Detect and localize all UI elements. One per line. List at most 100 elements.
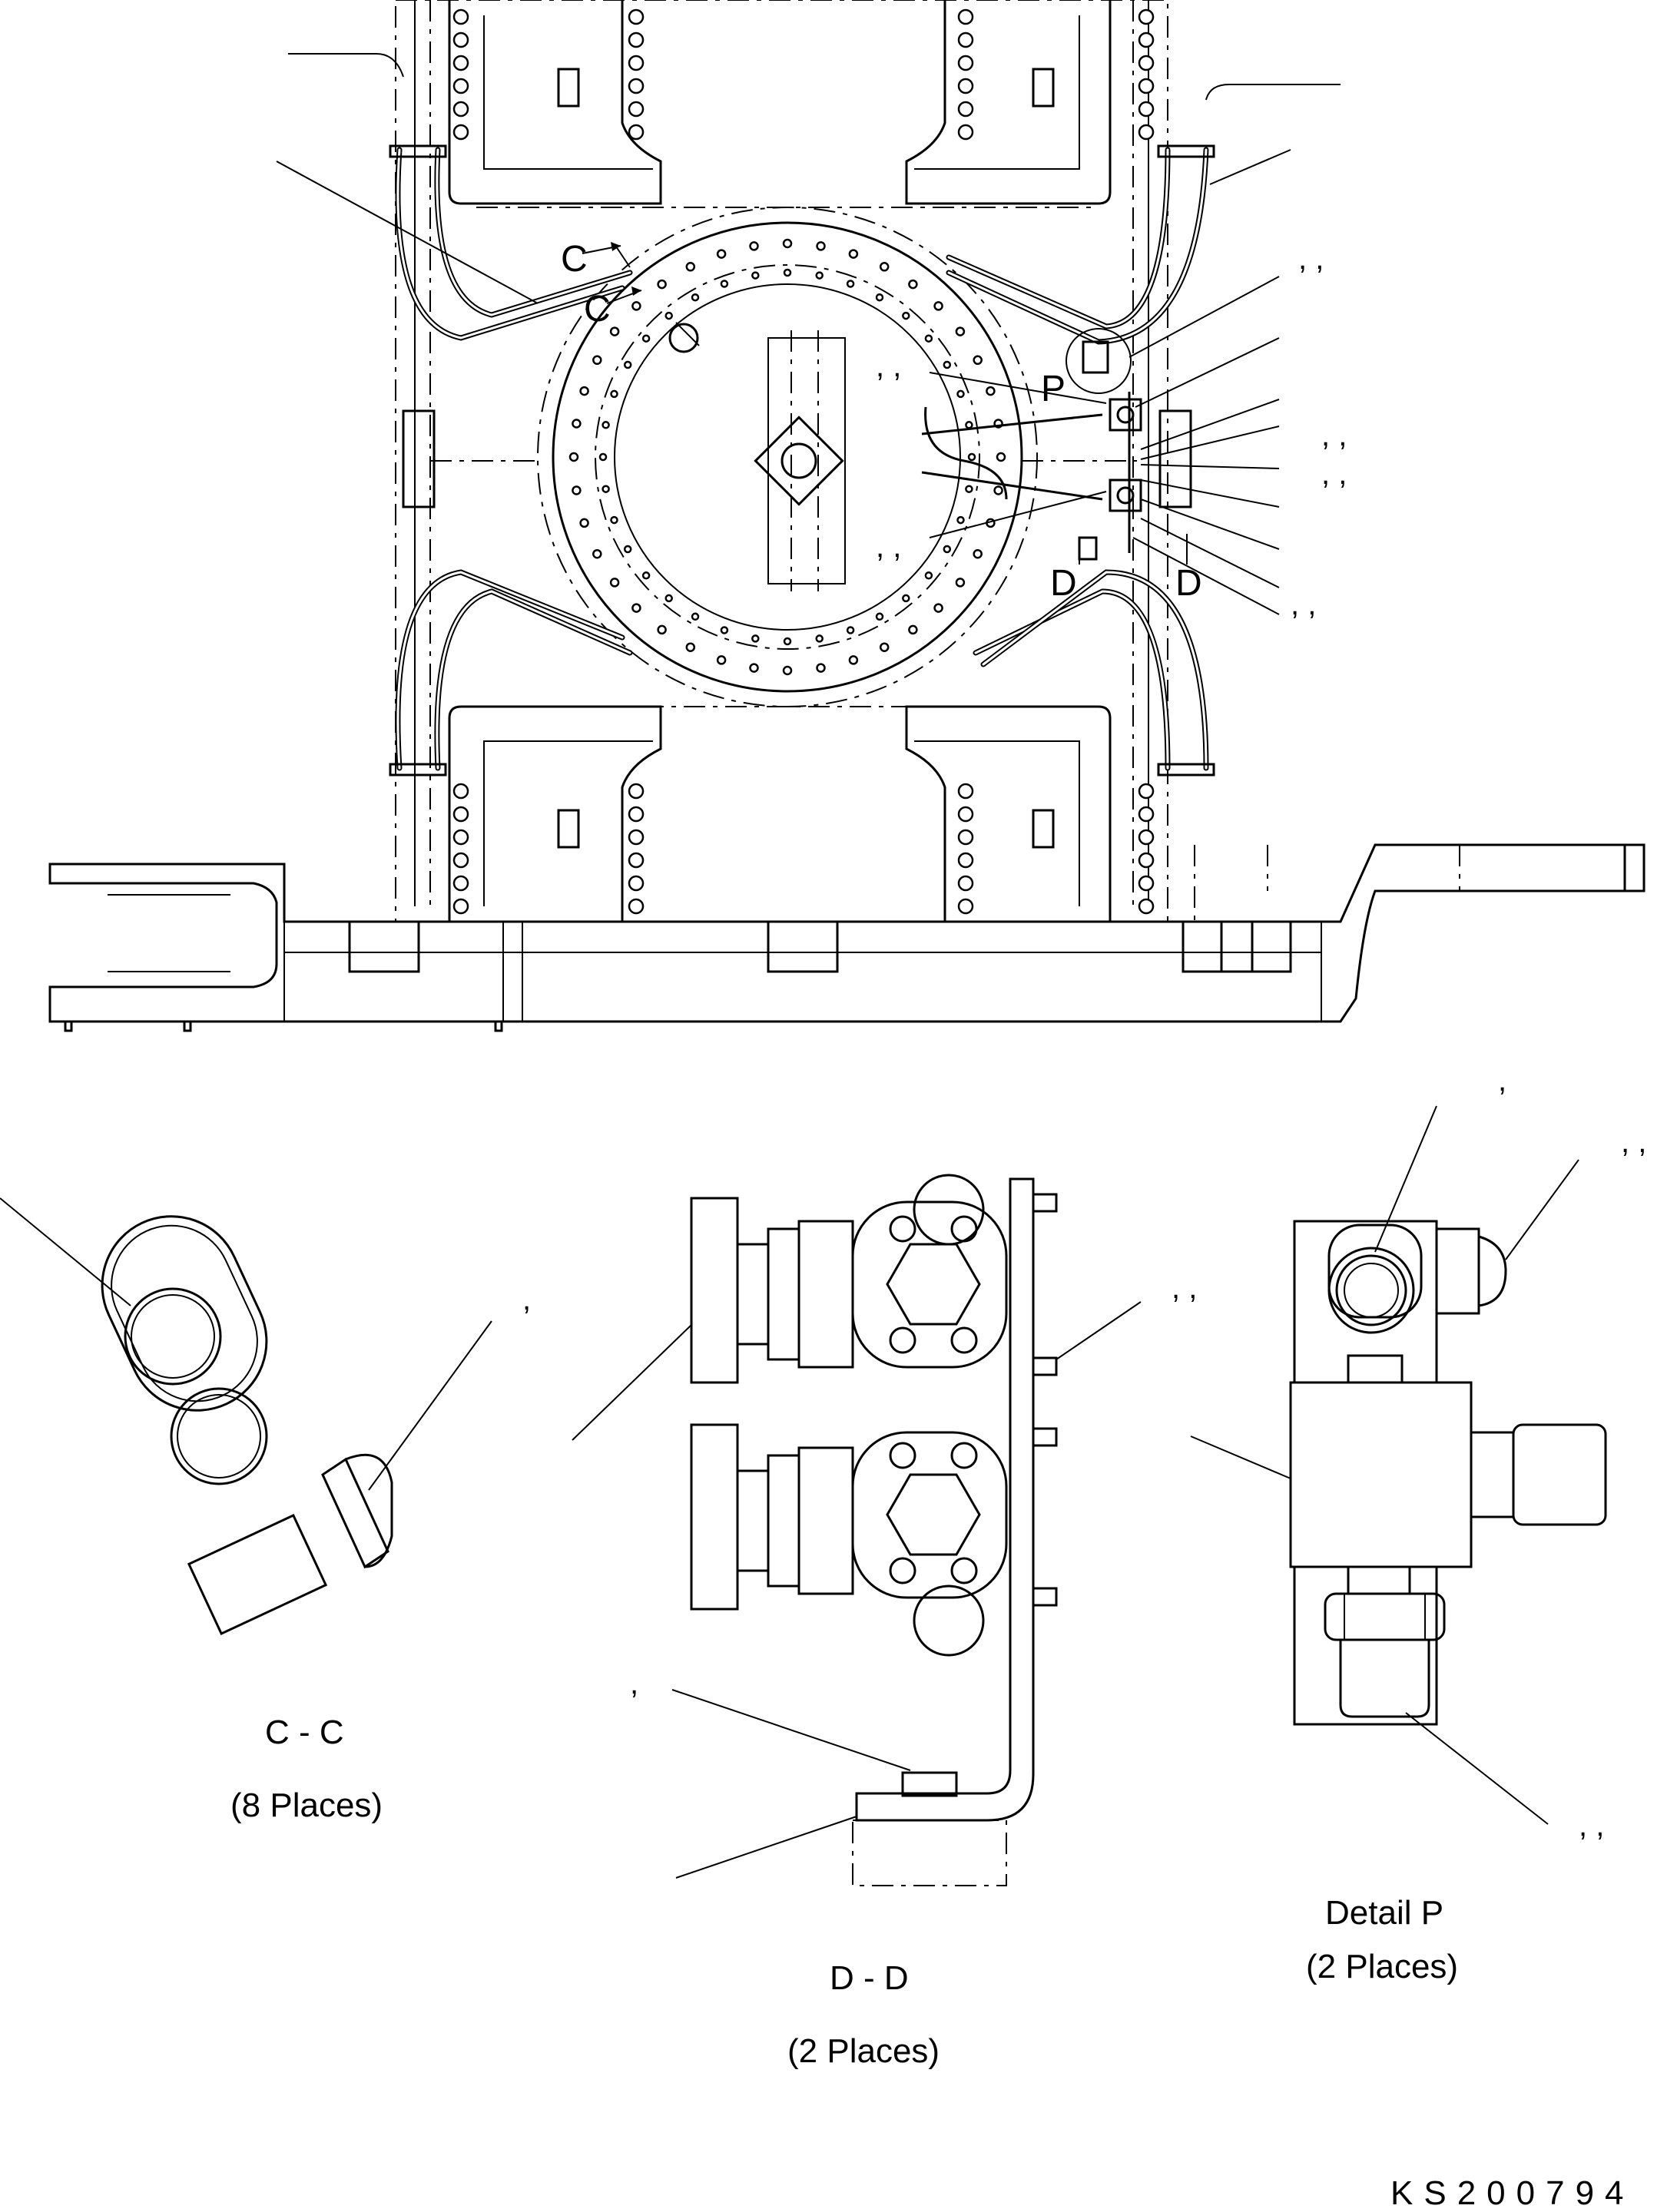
- leader-comma-label: , ,: [1579, 1809, 1604, 1843]
- bearing-bolt-hole: [641, 571, 651, 580]
- bearing-bolt-hole: [846, 626, 855, 634]
- bearing-bolt-hole: [875, 612, 884, 621]
- bearing-bolt-hole: [924, 571, 933, 580]
- bearing-bolt-hole: [782, 238, 793, 249]
- leader-comma-label: , ,: [876, 530, 901, 564]
- bearing-bolt-hole: [783, 637, 792, 646]
- bearing-bolt-hole: [631, 603, 641, 613]
- leader-comma-label: ,: [522, 1283, 531, 1316]
- leader-comma-label: , ,: [1172, 1271, 1197, 1305]
- bearing-bolt-hole: [908, 279, 918, 290]
- leader-comma-label: ,: [630, 1667, 638, 1700]
- bearing-bolt-hole: [657, 279, 667, 290]
- bearing-bolt-hole: [879, 642, 890, 652]
- bearing-bolt-hole: [657, 624, 667, 635]
- bearing-bolt-hole: [568, 452, 579, 462]
- lower-carbody: [48, 843, 1646, 1032]
- bearing-bolt-hole: [691, 612, 700, 621]
- bearing-bolt-hole: [685, 642, 696, 652]
- bearing-bolt-hole: [602, 485, 610, 493]
- bearing-bolt-hole: [924, 334, 933, 343]
- bearing-bolt-hole: [610, 515, 618, 525]
- bearing-bolt-hole: [783, 268, 792, 277]
- bearing-bolt-hole: [933, 603, 943, 613]
- leader-comma-label: , ,: [1321, 457, 1347, 491]
- bearing-bolt-hole: [996, 452, 1006, 462]
- bearing-bolt-hole: [879, 262, 890, 272]
- bearing-bolt-hole: [902, 594, 910, 603]
- bearing-bolt-hole: [749, 241, 759, 251]
- bearing-bolt-hole: [848, 655, 859, 665]
- section-cc-places: (8 Places): [230, 1786, 383, 1824]
- section-dd-title: D - D: [830, 1959, 909, 1997]
- bearing-bolt-hole: [782, 665, 793, 676]
- bolt-hole-columns: [452, 8, 1155, 915]
- detail-p-title: Detail P: [1325, 1894, 1443, 1932]
- bearing-bolt-hole: [691, 293, 700, 302]
- leader-comma-label: , ,: [1291, 588, 1316, 621]
- leader-comma-label: , ,: [1321, 419, 1347, 452]
- bearing-bolt-hole: [815, 271, 824, 280]
- bearing-bolt-hole: [609, 326, 620, 336]
- bearing-bolt-hole: [631, 301, 641, 311]
- bearing-bolt-hole: [943, 360, 952, 369]
- bearing-bolt-hole: [973, 355, 983, 366]
- hydraulic-hoses: [389, 144, 1215, 777]
- section-cc-view: , C - C (8 Places): [0, 1197, 531, 1824]
- bearing-bolt-hole: [685, 262, 696, 272]
- bearing-bolt-hole: [933, 301, 943, 311]
- bearing-bolt-hole: [816, 241, 826, 251]
- main-frame: [395, 0, 1192, 922]
- main-leader-lines: [276, 53, 1341, 615]
- bearing-bolt-hole: [665, 311, 673, 320]
- bearing-bolt-hole: [816, 663, 826, 673]
- bearing-bolt-hole: [986, 386, 996, 396]
- bearing-bolt-hole: [641, 334, 651, 343]
- detail-p-marker: P: [1041, 369, 1066, 409]
- bearing-bolt-hole: [956, 389, 965, 399]
- section-c-marker-upper: C: [561, 239, 588, 280]
- swing-bearing-ring: [537, 207, 1038, 707]
- bearing-bolt-hole: [602, 421, 610, 429]
- detail-p-view: , , , , , Detail P (2 Places): [1190, 1064, 1646, 1985]
- bearing-bolt-hole: [967, 452, 976, 462]
- section-c-marker-lower: C: [584, 289, 611, 329]
- bearing-bolt-hole: [579, 386, 589, 396]
- bearing-bolt-hole: [973, 548, 983, 559]
- bearing-bolt-hole: [751, 634, 760, 643]
- section-d-marker-left: D: [1050, 563, 1077, 604]
- bearing-bolt-hole: [955, 326, 966, 336]
- bearing-bolt-hole: [598, 452, 608, 462]
- section-dd-view: , , , D - D (2 Places): [572, 1174, 1197, 2070]
- bearing-bolt-hole: [993, 485, 1003, 495]
- leader-comma-label: ,: [1498, 1064, 1506, 1098]
- leader-comma-label: , ,: [1621, 1125, 1646, 1159]
- bearing-bolt-hole: [609, 578, 620, 588]
- bearing-bolt-hole: [572, 485, 582, 495]
- bearing-bolt-hole: [955, 578, 966, 588]
- bearing-bolt-hole: [965, 421, 973, 429]
- bearing-bolt-hole: [902, 311, 910, 320]
- drawing-number: KS200794: [1390, 2174, 1635, 2212]
- bearing-bolt-hole: [610, 389, 618, 399]
- bearing-bolt-hole: [720, 626, 729, 634]
- bearing-bolt-hole: [579, 518, 589, 528]
- section-dd-places: (2 Places): [787, 2032, 940, 2070]
- bearing-bolt-hole: [623, 545, 632, 554]
- bearing-bolt-hole: [716, 249, 727, 259]
- bearing-bolt-hole: [965, 485, 973, 493]
- bearing-bolt-hole: [875, 293, 884, 302]
- bearing-bolt-hole: [749, 663, 759, 673]
- detail-p-places: (2 Places): [1306, 1948, 1458, 1985]
- bearing-bolt-hole: [720, 280, 729, 288]
- bearing-bolt-hole: [956, 515, 965, 525]
- bearing-bolt-hole: [592, 355, 602, 366]
- bearing-bolt-hole: [665, 594, 673, 603]
- bearing-bolt-holes: [568, 238, 1006, 676]
- bearing-bolt-hole: [943, 545, 952, 554]
- bearing-bolt-hole: [908, 624, 918, 635]
- bearing-bolt-hole: [592, 548, 602, 559]
- section-d-marker-right: D: [1175, 563, 1202, 604]
- bearing-bolt-hole: [848, 249, 859, 259]
